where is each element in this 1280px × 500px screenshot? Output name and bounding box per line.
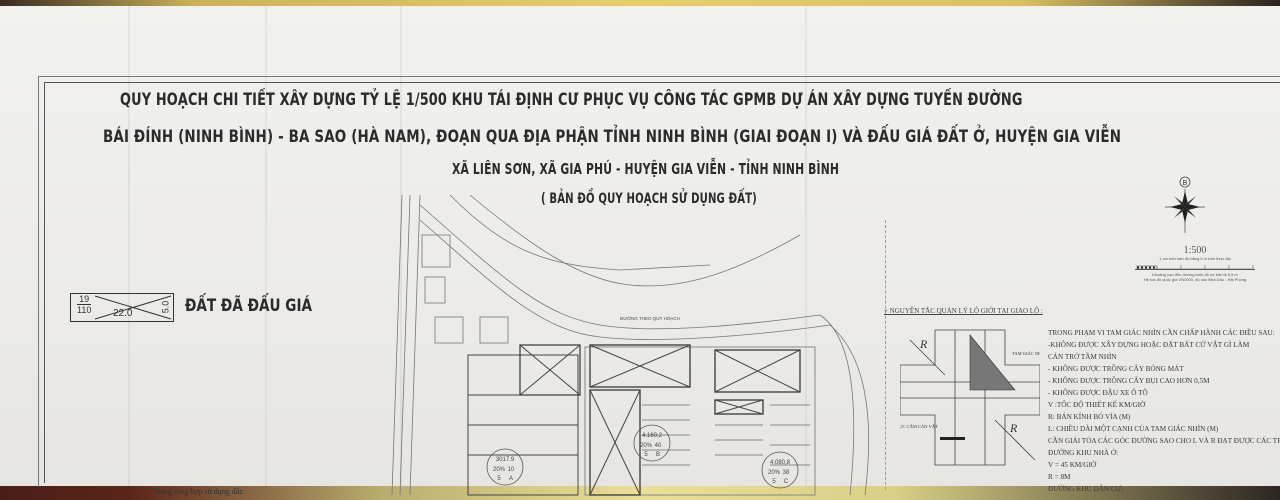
- legend-lot-symbol: 19 110 22.0 5.0: [70, 293, 174, 322]
- paper-fold: [265, 6, 267, 492]
- block-a-floors: 5: [497, 476, 501, 482]
- rule-line: -KHÔNG ĐƯỢC XÂY DỰNG HOẶC ĐẶT BẤT CỨ VẬT…: [1048, 341, 1250, 349]
- block-c-code: C: [784, 479, 789, 485]
- block-a-density: 20%: [493, 467, 506, 473]
- svg-text:R: R: [1009, 421, 1018, 435]
- paper-fold: [128, 6, 130, 492]
- site-plan-drawing: 3017.9 20% 10 5 A 4.160,2 20% 40 5 B 4.0…: [391, 194, 870, 496]
- legend-lot-area: 110: [77, 305, 92, 315]
- paper-fold: [805, 6, 807, 492]
- legend-lot-width: 22.0: [113, 308, 133, 319]
- rule-line: CẦN GIẢI TỎA CÁC GÓC ĐƯỜNG SAO CHO L VÀ …: [1048, 437, 1280, 445]
- block-c-lots: 38: [783, 470, 790, 476]
- block-b-density: 20%: [640, 443, 653, 449]
- rule-line: R = 8M: [1048, 473, 1071, 481]
- scale-bar: [1135, 263, 1255, 270]
- svg-text:R: R: [919, 337, 928, 351]
- block-b-lots: 40: [655, 443, 662, 449]
- divider-line: [885, 220, 886, 490]
- rule-line: TRONG PHẠM VI TAM GIÁC NHÌN CẦN CHẤP HÀN…: [1048, 329, 1275, 337]
- title-line-2: BÁI ĐÍNH (NINH BÌNH) - BA SAO (HÀ NAM), …: [103, 127, 1122, 147]
- block-a-area: 3017.9: [496, 457, 515, 463]
- rule-line: - KHÔNG ĐƯỢC ĐẬU XE Ô TÔ: [1048, 389, 1148, 397]
- svg-text:B: B: [1183, 180, 1188, 187]
- block-b-code: B: [656, 452, 660, 458]
- block-c-floors: 5: [772, 479, 776, 485]
- legend-lot-depth: 5.0: [160, 300, 171, 314]
- scale-note-bottom-2: Hệ toạ độ quốc gia VN2000, độ cao Nhà Dầ…: [1143, 277, 1247, 282]
- clear-zone-label: KHU VỰC CẤM CẢN VẬT: [900, 424, 938, 429]
- rule-line: V = 45 KM/GIỜ: [1048, 461, 1097, 469]
- title-location: XÃ LIÊN SƠN, XÃ GIA PHÚ - HUYỆN GIA VIỄN…: [452, 160, 840, 178]
- block-a-lots: 10: [508, 467, 515, 473]
- rule-line: - KHÔNG ĐƯỢC TRỒNG CÂY BÓNG MÁT: [1048, 365, 1184, 373]
- block-c-area: 4.080,8: [770, 460, 791, 466]
- rule-line: ĐƯỜNG KHU DÂN CƯ:: [1048, 485, 1124, 493]
- land-use-summary-caption: Bảng tổng hợp sử dụng đất:: [155, 487, 244, 496]
- rule-line: - KHÔNG ĐƯỢC TRỒNG CÂY BỤI CAO HƠN 0,5M: [1048, 377, 1210, 385]
- legend-label: ĐẤT ĐÃ ĐẤU GIÁ: [185, 296, 313, 316]
- north-arrow-icon: B: [1160, 175, 1210, 240]
- block-b-area: 4.160,2: [642, 433, 663, 439]
- legend-lot-fraction: 19 110: [77, 294, 92, 315]
- rule-line: ĐƯỜNG KHU NHÀ Ở:: [1048, 449, 1119, 457]
- intersection-diagram: R R TAM GIÁC NHÌN KHU VỰC CẤM CẢN VẬT: [885, 320, 1047, 475]
- rule-line: V :TỐC ĐỘ THIẾT KẾ KM/GIỜ: [1048, 401, 1146, 409]
- visibility-triangle: [969, 334, 1016, 391]
- scale-ratio: 1:500: [1183, 245, 1207, 256]
- rule-line: R: BÁN KÍNH BÓ VỈA (M): [1048, 413, 1131, 421]
- outer-frame: [38, 76, 1280, 487]
- title-line-1: QUY HOẠCH CHI TIẾT XÂY DỰNG TỶ LỆ 1/500 …: [120, 90, 1023, 109]
- road-label: ĐƯỜNG THEO QUY HOẠCH: [620, 315, 680, 321]
- legend-lot-number: 19: [77, 294, 92, 305]
- intersection-rules-text: TRONG PHẠM VI TAM GIÁC NHÌN CẦN CHẤP HÀN…: [1048, 327, 1280, 495]
- scale-block: 1:500 1 cm trên bản đồ bằng 5 m trên thự…: [1135, 245, 1255, 282]
- triangle-label: TAM GIÁC NHÌN: [1012, 351, 1040, 356]
- intersection-rules-heading: + NGUYÊN TẮC QUẢN LÝ LỘ GIỚI TẠI GIAO LỘ…: [884, 307, 1043, 315]
- paper-fold: [400, 6, 402, 492]
- land-use-map: 3017.9 20% 10 5 A 4.160,2 20% 40 5 B 4.0…: [380, 194, 880, 500]
- inner-frame: [44, 82, 1280, 483]
- block-b-floors: 5: [644, 452, 648, 458]
- title-subtitle: ( BẢN ĐỒ QUY HOẠCH SỬ DỤNG ĐẤT): [541, 191, 757, 207]
- scale-note-top: 1 cm trên bản đồ bằng 5 m trên thực địa: [1159, 256, 1231, 261]
- block-c-density: 20%: [768, 470, 781, 476]
- block-a-code: A: [509, 476, 513, 482]
- scale-note-bottom-1: Khoảng cao đều đường bình độ cơ bản là 0…: [1152, 272, 1238, 277]
- rule-line: CẢN TRỞ TẦM NHÌN: [1048, 353, 1117, 361]
- crossed-lot-icon: [94, 295, 172, 320]
- rule-line: L: CHIỀU DÀI MỘT CẠNH CỦA TAM GIÁC NHÌN …: [1048, 425, 1219, 433]
